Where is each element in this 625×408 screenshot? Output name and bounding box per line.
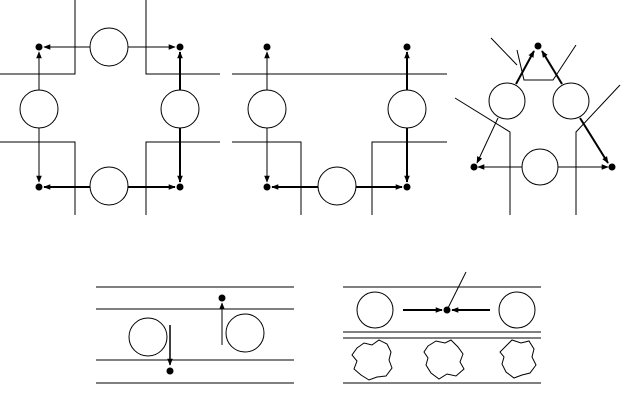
pointer-line	[446, 271, 467, 311]
wall	[454, 97, 511, 215]
droplet	[356, 291, 394, 329]
droplet	[89, 166, 129, 206]
deformed-droplet	[351, 339, 393, 381]
wall	[145, 141, 220, 215]
node-dot	[470, 163, 478, 171]
droplet	[19, 89, 59, 129]
arrow	[541, 50, 563, 85]
node-dot	[218, 294, 226, 302]
droplet	[128, 317, 168, 357]
wall	[490, 37, 518, 66]
droplet	[247, 89, 287, 129]
node-dot	[176, 43, 184, 51]
panel-offset-channel	[96, 286, 294, 384]
droplet	[552, 82, 590, 120]
node-dot	[263, 183, 271, 191]
wall	[232, 141, 302, 215]
wall	[371, 141, 447, 215]
droplet	[498, 291, 536, 329]
node-dot	[443, 306, 451, 314]
node-dot	[534, 42, 542, 50]
droplet	[488, 82, 526, 120]
wall	[0, 141, 76, 215]
arrow	[476, 117, 499, 164]
deformed-droplet	[423, 339, 465, 380]
node-dot	[166, 367, 174, 375]
droplet	[160, 89, 200, 129]
droplet	[89, 27, 129, 67]
node-dot	[263, 43, 271, 51]
arrow	[515, 50, 535, 85]
droplet	[521, 148, 559, 186]
wall	[0, 0, 76, 75]
node-dot	[35, 183, 43, 191]
panel-converging-channel	[343, 271, 541, 384]
node-dot	[35, 43, 43, 51]
panel-cross-junction	[0, 0, 220, 215]
wall	[145, 0, 220, 75]
droplet	[317, 166, 357, 206]
arrow	[579, 117, 609, 164]
panel-t-junction	[232, 51, 447, 215]
droplet	[225, 313, 265, 353]
panel-y-junction	[454, 37, 621, 215]
wall	[575, 84, 621, 215]
deformed-droplet	[499, 339, 537, 379]
wall	[516, 44, 577, 81]
droplet	[387, 89, 427, 129]
node-dot	[608, 163, 616, 171]
node-dot	[403, 183, 411, 191]
node-dot	[176, 183, 184, 191]
node-dot	[403, 43, 411, 51]
